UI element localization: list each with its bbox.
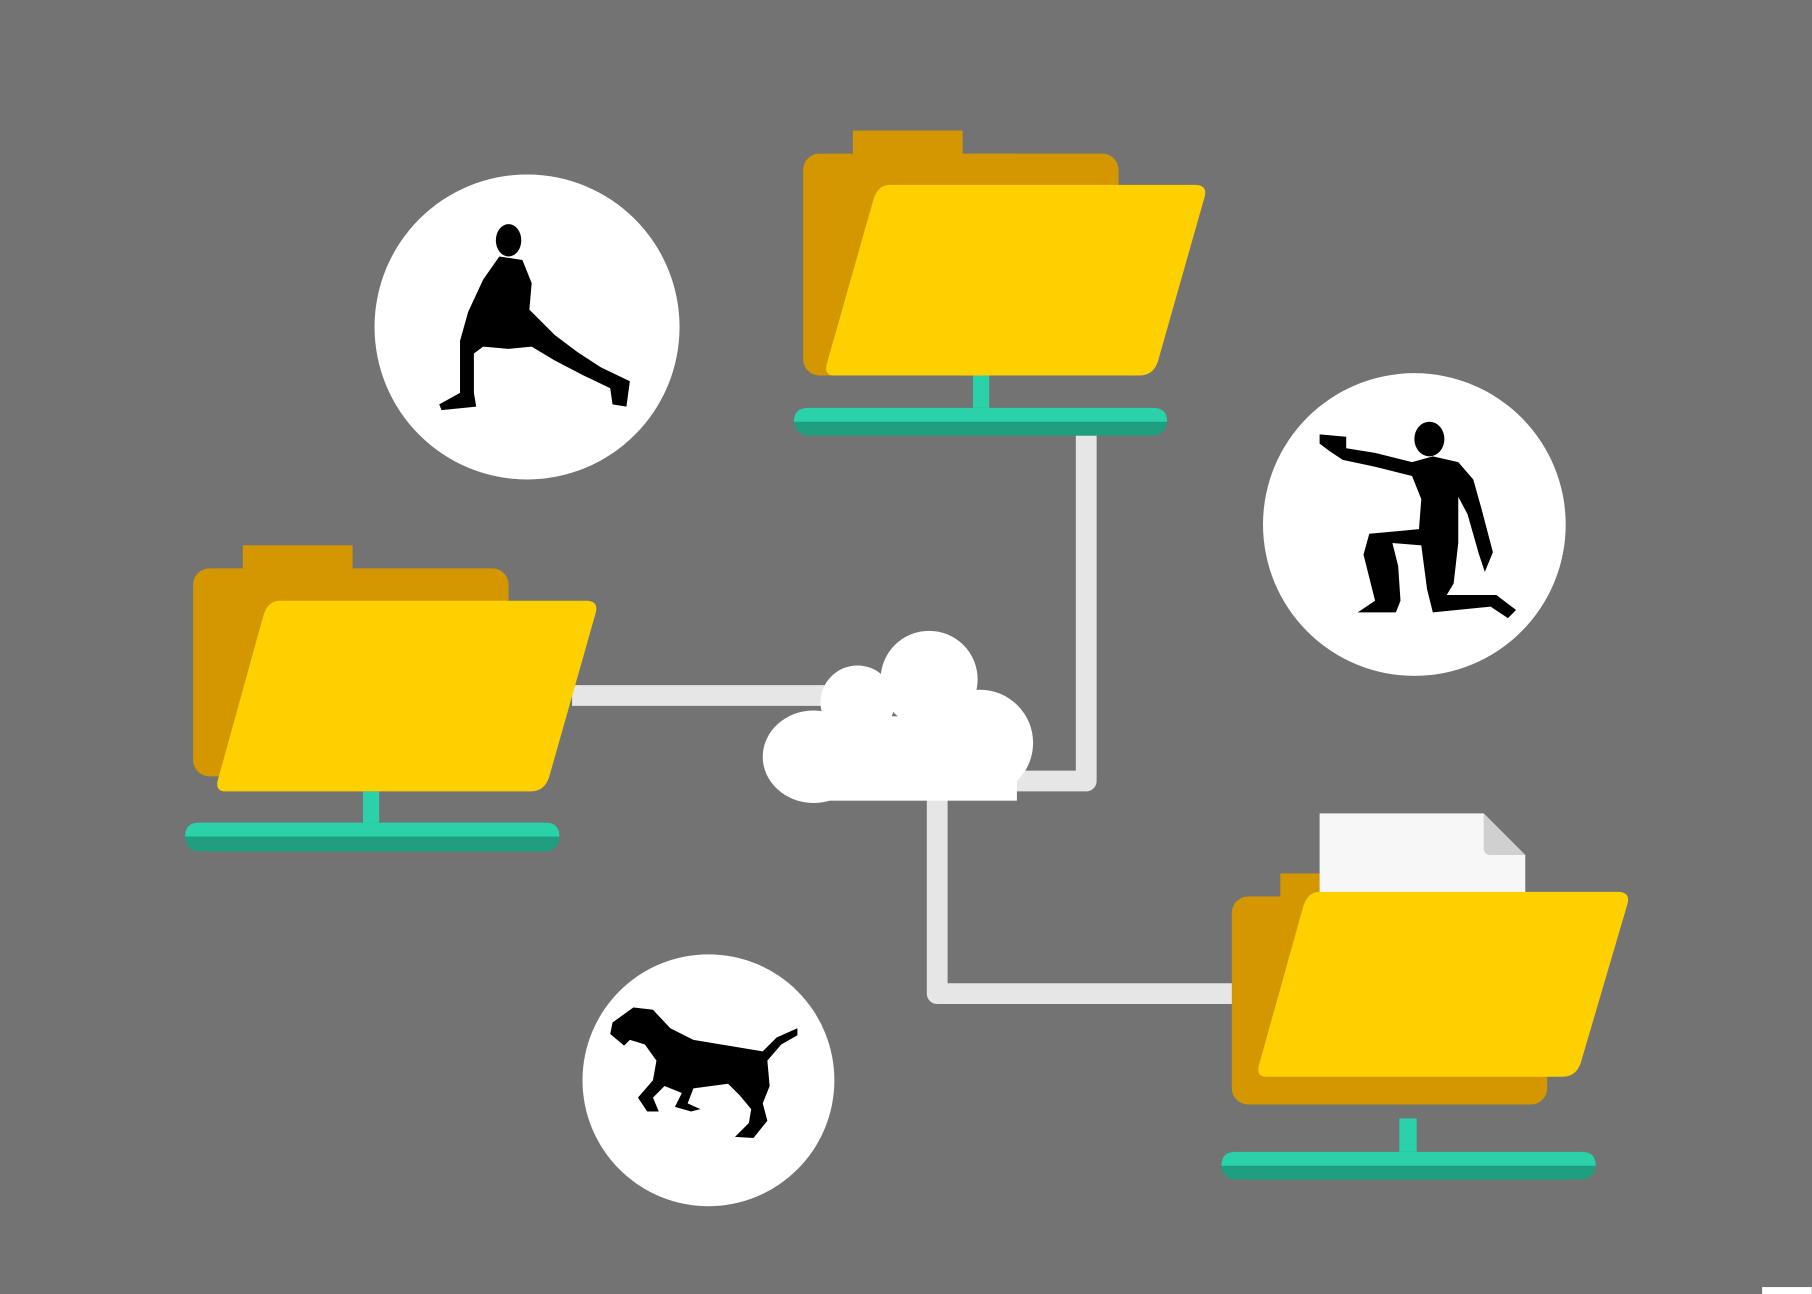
folder-icon[interactable]: [185, 545, 597, 852]
kneeling-shooter-badge: [1263, 373, 1566, 676]
cloud-icon: [762, 630, 1034, 803]
connector-bottom: [926, 797, 1237, 1005]
folder-icon[interactable]: [793, 130, 1206, 436]
stretching-person-icon: [439, 224, 630, 411]
connector-lines: [572, 435, 1237, 1005]
connector-top: [1005, 435, 1097, 792]
running-dog-badge: [582, 954, 835, 1207]
corner-marker: [1762, 1287, 1812, 1294]
folder-icon[interactable]: [1221, 813, 1629, 1180]
kneeling-shooter-icon: [1319, 421, 1517, 619]
running-dog-icon: [610, 1007, 798, 1139]
stretching-person-badge: [374, 174, 680, 480]
